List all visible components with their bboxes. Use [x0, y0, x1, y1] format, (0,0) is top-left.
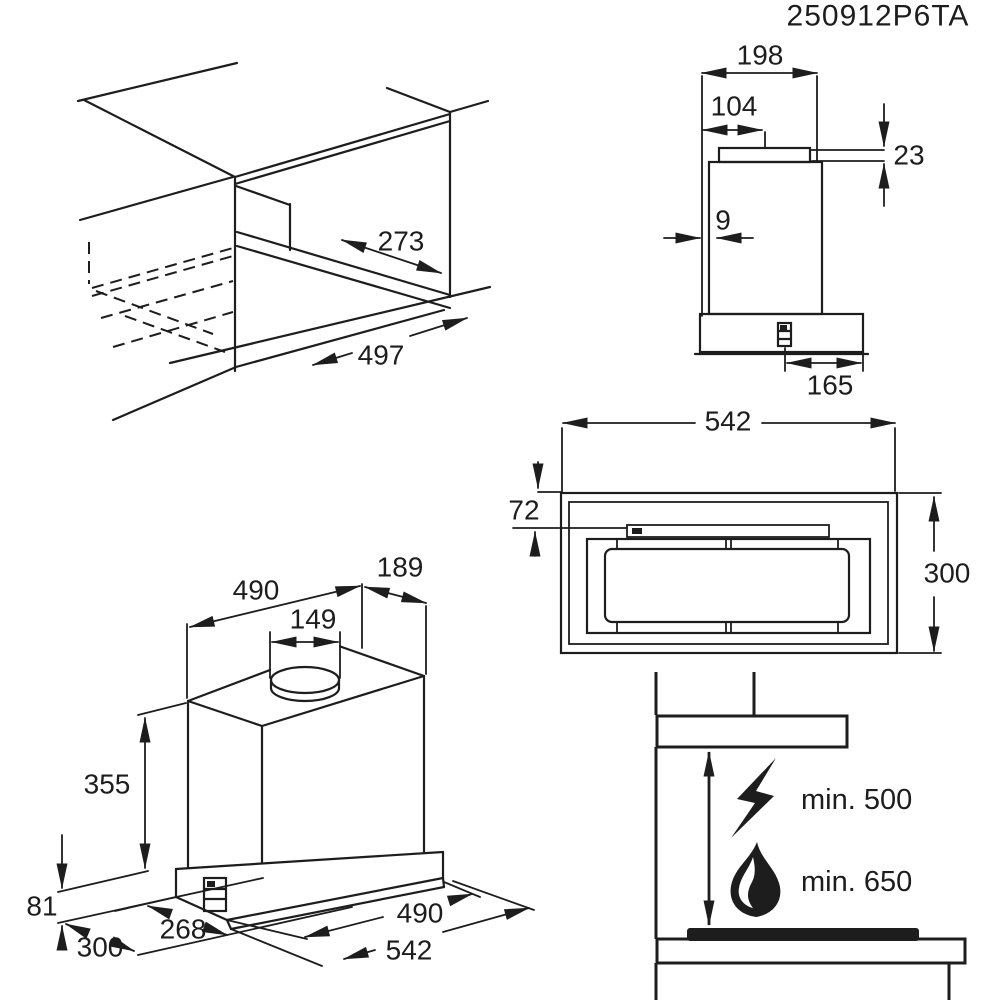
- dim-total-width-label: 542: [386, 935, 433, 966]
- dim-rear-gap-label: 9: [715, 205, 731, 236]
- switch-detail-isometric: [202, 876, 228, 913]
- dim-visor-height-label: 81: [26, 891, 57, 922]
- hood-side-view: 198 104 23 9 165: [663, 40, 925, 401]
- dim-bottom-width-label: 490: [397, 898, 444, 929]
- dim-duct-offset-label: 104: [711, 91, 758, 122]
- hood-insertion-dashed-outline: [88, 242, 234, 353]
- cabinet-cutout-view: 273 497: [76, 61, 492, 422]
- clearance-view: min. 500 min. 650: [654, 672, 967, 1000]
- dim-bracket-offset-label: 72: [508, 495, 539, 526]
- worktop-symbol: [655, 937, 967, 965]
- dim-body-height-label: 355: [84, 769, 131, 800]
- duct-collar: [269, 631, 341, 703]
- hood-symbol: [655, 714, 849, 749]
- dim-opening-depth-label: 273: [378, 226, 425, 257]
- dim-top-depth-label: 198: [737, 40, 784, 71]
- switch-detail: [776, 321, 793, 348]
- mounting-strip: [626, 524, 830, 538]
- clearance-gas-label: min. 650: [801, 866, 912, 898]
- hood-isometric-view: 490 189 149 355 81 300 268 490 542: [26, 552, 535, 967]
- dim-depth-label: 300: [77, 932, 124, 963]
- dim-top-depth-label: 189: [377, 552, 424, 583]
- model-code: 250912P6TA: [787, 0, 970, 33]
- dim-switch-offset-label: 165: [807, 370, 854, 401]
- dim-bottom-width-label: 542: [705, 406, 752, 437]
- clearance-electric-label: min. 500: [801, 784, 912, 816]
- filter-frame: [585, 537, 872, 635]
- hob-symbol: [687, 928, 919, 941]
- dim-flange-height-label: 23: [893, 140, 924, 171]
- dim-bottom-depth-label: 300: [924, 558, 971, 589]
- dim-opening-width-label: 497: [358, 340, 405, 371]
- grease-filter: [603, 547, 851, 624]
- dim-top-width-label: 490: [233, 575, 280, 606]
- lightning-bolt-icon: [731, 758, 776, 838]
- dim-duct-diameter-label: 149: [290, 604, 337, 635]
- flame-icon: [730, 842, 781, 917]
- dim-inner-depth-label: 268: [160, 914, 207, 945]
- hood-bottom-view: 542 72 300: [508, 406, 971, 655]
